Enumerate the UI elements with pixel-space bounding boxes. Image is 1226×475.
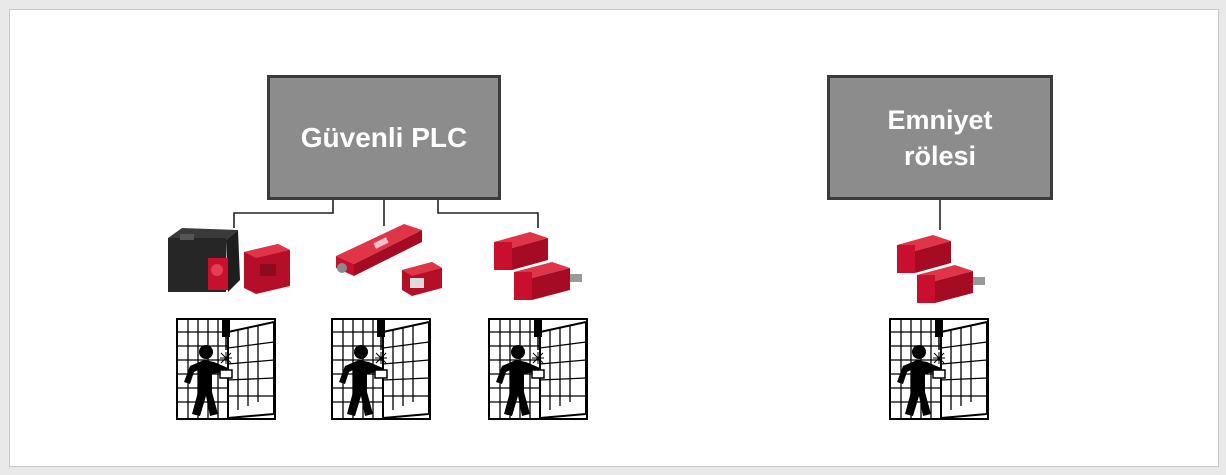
- safety-sensor-device-2: [897, 235, 985, 303]
- machine-guard-door-person-icon: [889, 318, 989, 420]
- safety-relay-label-line1: Emniyet: [887, 104, 993, 135]
- wire-plc-device-1: [233, 200, 334, 228]
- safety-lock-device: [168, 228, 290, 294]
- machine-guard-door-person-icon: [176, 318, 276, 420]
- wire-plc-device-3: [437, 200, 539, 228]
- machine-guard-door-person-icon: [331, 318, 431, 420]
- safety-plc-box: Güvenli PLC: [267, 75, 501, 200]
- safety-switch-device: [336, 224, 442, 296]
- machine-guard-door-person-icon: [488, 318, 588, 420]
- safety-sensor-device-1: [494, 232, 582, 300]
- safety-relay-box: Emniyet rölesi: [827, 75, 1053, 200]
- safety-relay-label-line2: rölesi: [903, 140, 977, 171]
- safety-plc-label: Güvenli PLC: [300, 121, 468, 153]
